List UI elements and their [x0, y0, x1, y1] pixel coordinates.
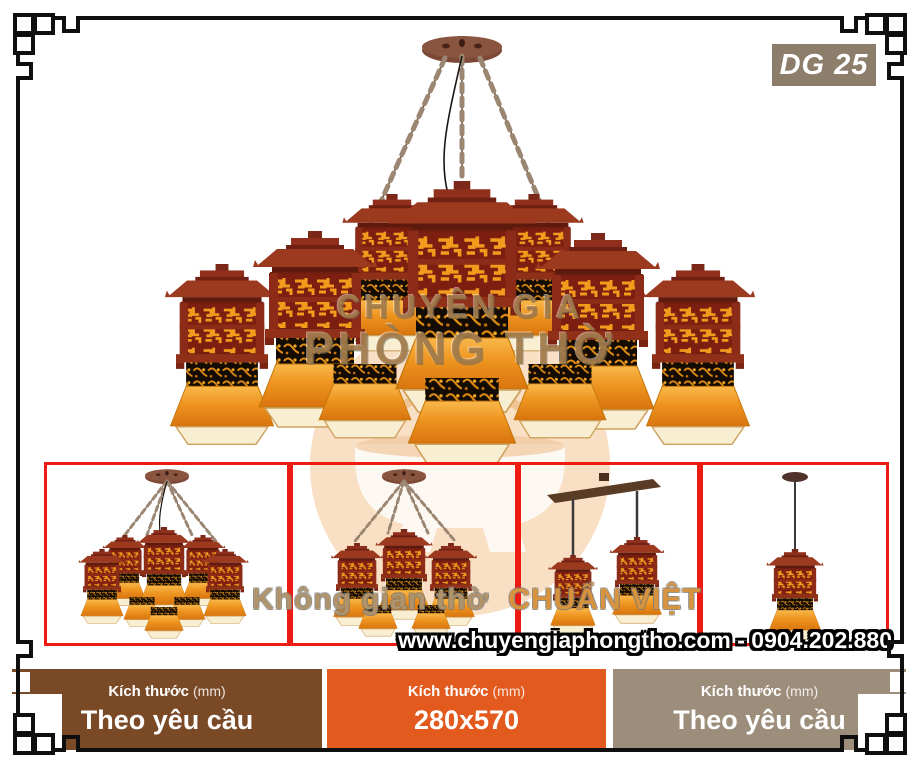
main-product-image	[164, 36, 756, 465]
thumbnail-chandelier-b	[330, 469, 478, 637]
spec-label-text: Kích thước	[700, 683, 782, 700]
gallery-item-1	[44, 462, 290, 646]
spec-value: Theo yêu cầu	[80, 705, 254, 735]
gallery-watermark-prefix: Không gian thờ	[252, 583, 489, 616]
spec-label: Kích thước(mm)	[408, 683, 525, 700]
spec-label-text: Kích thước	[108, 683, 190, 700]
power-wire	[443, 55, 463, 195]
spec-bar-center: Kích thước(mm) 280x570	[327, 669, 606, 750]
gallery-watermark-emphasis: CHUẨN VIỆT	[508, 583, 702, 616]
brand-watermark-line2: PHÒNG THỜ	[304, 323, 616, 374]
gallery-watermark-text: Không gian thờ CHUẨN VIỆT	[252, 583, 702, 617]
spec-unit: (mm)	[193, 683, 226, 699]
gallery-item-2	[290, 462, 518, 646]
spec-value: 280x570	[413, 705, 520, 735]
spec-bar-right: Kích thước(mm) Theo yêu cầu	[613, 669, 906, 750]
spec-label-text: Kích thước	[407, 683, 489, 700]
spec-value: Theo yêu cầu	[673, 705, 846, 735]
thumbnail-bar-pendant	[547, 473, 665, 634]
spec-bar-left: Kích thước(mm) Theo yêu cầu	[12, 669, 322, 750]
thumbnail-single-pendant	[766, 472, 824, 640]
spec-unit: (mm)	[492, 683, 526, 699]
spec-label: Kích thước(mm)	[701, 683, 818, 700]
brand-watermark-text: CHUYÊN GIA PHÒNG THỜ	[240, 290, 680, 371]
spec-unit: (mm)	[785, 683, 819, 699]
contact-info: www.chuyengiaphongtho.com - 0904.202.880	[398, 627, 892, 653]
brand-watermark-line1: CHUYÊN GIA	[336, 288, 584, 325]
thumbnail-chandelier-a	[78, 469, 249, 639]
spec-label: Kích thước(mm)	[108, 683, 225, 700]
gallery-item-4	[700, 462, 889, 646]
gallery-item-3	[518, 462, 700, 646]
model-badge: DG 25	[772, 44, 876, 86]
